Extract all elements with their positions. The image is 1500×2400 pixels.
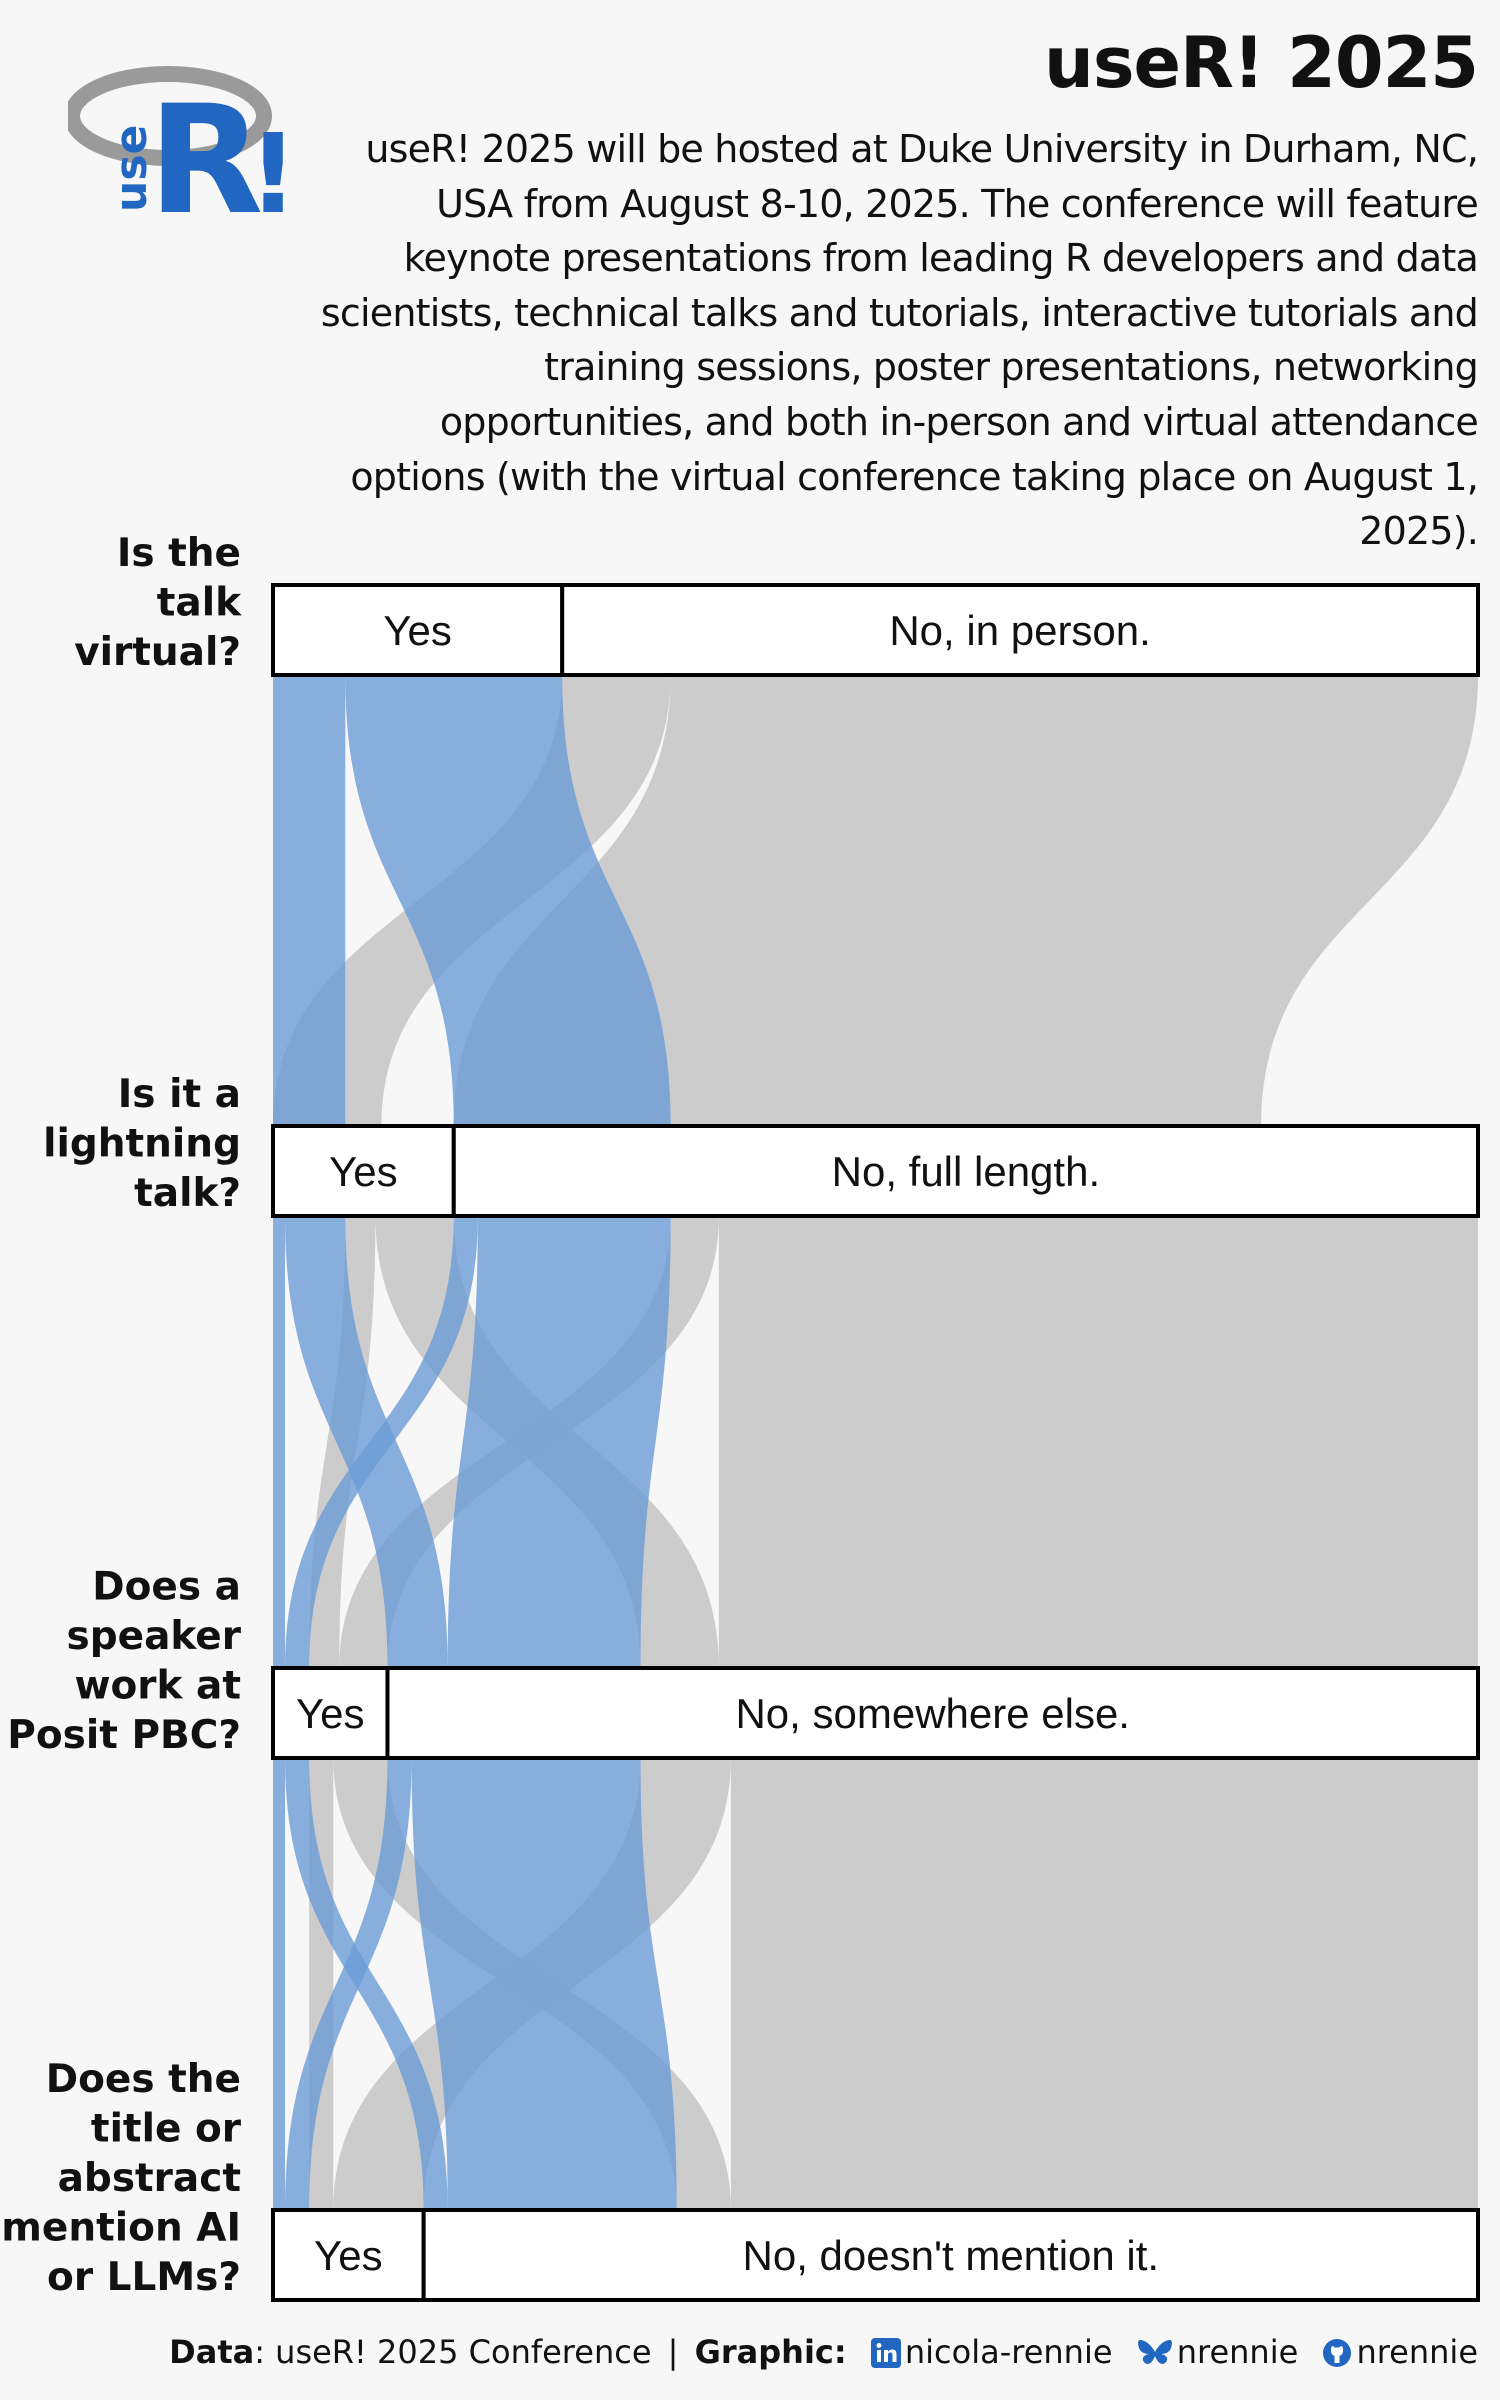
- flow-yes-link-1-0-1: [285, 1216, 448, 1668]
- axis-0-category-label-1: No, in person.: [889, 607, 1150, 654]
- axis-3: Yes No, doesn't mention it. Does the title …: [1, 2057, 1480, 2302]
- axis-3-question-line-4: or LLMs?: [47, 2255, 241, 2300]
- axis-2-question-line-0: Does a: [92, 1565, 241, 1610]
- flow-no-link-1-1-1: [718, 1216, 1478, 1668]
- axis-0-question-line-2: virtual?: [74, 630, 241, 675]
- axis-2-question-line-1: speaker: [67, 1614, 242, 1659]
- axis-3-question-line-2: abstract: [58, 2156, 241, 2201]
- caption-graphic-label: Graphic:: [694, 2333, 847, 2371]
- flow-yes-link-2-1-0: [285, 1758, 412, 2210]
- axis-0-question-line-0: Is the: [117, 531, 241, 576]
- axis-3-question-line-3: mention AI: [1, 2206, 241, 2251]
- flow-yes-link-0-0-0: [273, 675, 346, 1126]
- caption-separator: |: [667, 2333, 679, 2371]
- flow-yes-link-0-0-1: [345, 675, 671, 1126]
- caption: Data: useR! 2025 Conference | Graphic: n…: [0, 2333, 1478, 2376]
- flow-no-link-0-1-1: [453, 675, 1478, 1126]
- axis-3-category-box-1: [421, 2208, 1480, 2302]
- axis-1-question-line-2: talk?: [134, 1171, 241, 1216]
- flow-yes-link-2-0-1: [285, 1758, 448, 2210]
- axis-2-category-box-0: [271, 1666, 390, 1760]
- caption-linkedin-handle[interactable]: nicola-rennie: [904, 2333, 1113, 2371]
- axis-1-category-label-0: Yes: [329, 1148, 398, 1195]
- axis-0-question-line-1: talk: [157, 581, 242, 626]
- axis-3-question-line-1: title or: [91, 2107, 242, 2152]
- axis-2-category-label-1: No, somewhere else.: [735, 1690, 1130, 1737]
- axis-1-question-line-0: Is it a: [118, 1072, 241, 1117]
- flow-yes-link-1-1-0: [285, 1216, 478, 1668]
- axis-3-category-box-0: [271, 2208, 426, 2302]
- axis-3-category-label-0: Yes: [314, 2232, 383, 2279]
- user-logo: use R !: [68, 66, 288, 220]
- flow-layer: [273, 675, 1478, 2210]
- axis-2-category-box-1: [385, 1666, 1481, 1760]
- axis-2-question-line-3: Posit PBC?: [7, 1713, 241, 1758]
- flow-yes-link-1-0-0: [273, 1216, 286, 1668]
- axis-2-question-line-2: work at: [74, 1664, 241, 1709]
- flow-yes-link-1-1-1: [447, 1216, 671, 1668]
- caption-bluesky-handle[interactable]: nrennie: [1176, 2333, 1299, 2371]
- axis-1-question-line-1: lightning: [43, 1122, 241, 1167]
- axis-2-category-label-0: Yes: [296, 1690, 365, 1737]
- caption-data-value: : useR! 2025 Conference: [254, 2333, 652, 2371]
- flow-no-link-2-1-1: [730, 1758, 1478, 2210]
- axis-0-category-box-1: [560, 583, 1480, 677]
- axis-1-category-box-1: [451, 1124, 1480, 1218]
- logo-ring: [68, 66, 272, 166]
- logo-use-text: use: [106, 125, 157, 212]
- axis-1-category-label-1: No, full length.: [832, 1148, 1101, 1195]
- logo-exclaim-text: !: [248, 110, 288, 220]
- github-icon: [1322, 2338, 1352, 2376]
- page-title: useR! 2025: [1044, 22, 1479, 104]
- bluesky-icon: [1137, 2338, 1173, 2376]
- axis-3-category-label-1: No, doesn't mention it.: [743, 2232, 1160, 2279]
- axis-3-question-line-0: Does the: [46, 2057, 241, 2102]
- page-subtitle: useR! 2025 will be hosted at Duke Univer…: [320, 127, 1479, 554]
- logo-r-text: R: [148, 74, 264, 220]
- flow-yes-link-2-0-0: [273, 1758, 286, 2210]
- caption-github-handle[interactable]: nrennie: [1356, 2333, 1478, 2371]
- axis-0-category-box-0: [271, 583, 565, 677]
- linkedin-icon: [870, 2338, 901, 2376]
- caption-data-label: Data: [169, 2333, 255, 2371]
- axis-0-category-label-0: Yes: [383, 607, 452, 654]
- flow-yes-link-2-1-1: [411, 1758, 677, 2210]
